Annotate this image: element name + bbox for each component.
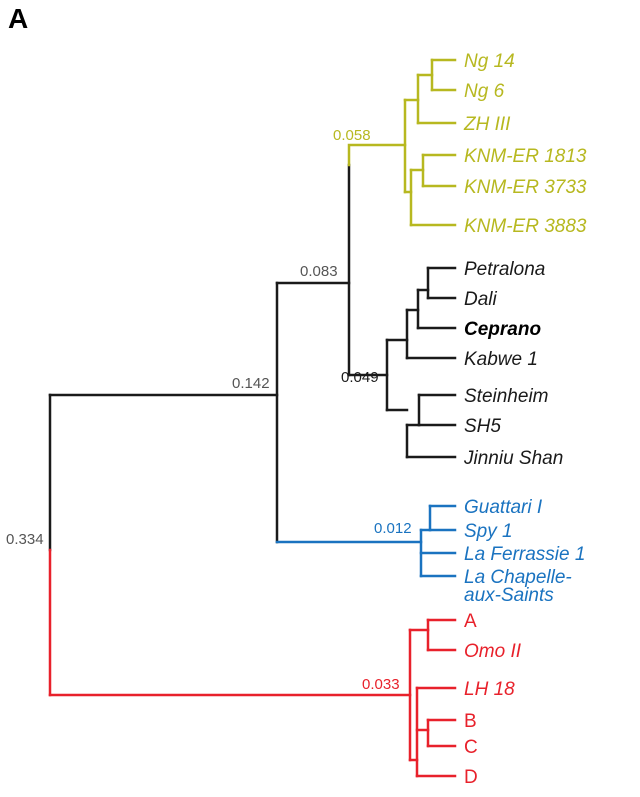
blue-clade — [275, 504, 457, 578]
taxon-label: Jinniu Shan — [463, 448, 563, 469]
red-clade — [48, 618, 457, 778]
taxon-label: Guattari I — [464, 497, 543, 518]
node-value-root: 0.334 — [6, 531, 44, 548]
taxon-label: C — [464, 737, 478, 758]
node-value-0058: 0.058 — [333, 127, 371, 144]
taxon-label: D — [464, 767, 478, 788]
taxon-label: Kabwe 1 — [464, 349, 538, 370]
taxon-label: aux-Saints — [464, 585, 554, 606]
node-value-0033: 0.033 — [362, 676, 400, 693]
node-value-0142: 0.142 — [232, 375, 270, 392]
taxon-label: A — [464, 611, 477, 632]
taxon-label: LH 18 — [464, 679, 515, 700]
node-value-0083: 0.083 — [300, 263, 338, 280]
taxon-label: La Ferrassie 1 — [464, 544, 585, 565]
taxon-label: SH5 — [464, 416, 501, 437]
taxon-label: Steinheim — [464, 386, 549, 407]
root-branches — [48, 163, 351, 552]
taxon-label: Ng 6 — [464, 81, 505, 102]
node-value-0012: 0.012 — [374, 520, 412, 537]
taxon-label: Ng 14 — [464, 51, 515, 72]
taxon-label-highlighted: Ceprano — [464, 319, 541, 340]
olive-clade — [347, 58, 457, 227]
taxon-label: B — [464, 711, 477, 732]
node-value-0049: 0.049 — [341, 369, 379, 386]
taxon-label: ZH III — [463, 114, 511, 135]
taxon-label: KNM-ER 3733 — [464, 177, 587, 198]
taxon-label: Spy 1 — [464, 521, 513, 542]
taxon-label: Omo II — [464, 641, 522, 662]
taxon-label: KNM-ER 3883 — [464, 216, 587, 237]
taxon-label: KNM-ER 1813 — [464, 146, 587, 167]
taxon-label: La Chapelle- — [464, 567, 572, 588]
panel-label: A — [8, 3, 28, 34]
taxon-label: Dali — [464, 289, 498, 310]
black-clade — [347, 266, 457, 459]
taxon-label: Petralona — [464, 259, 545, 280]
